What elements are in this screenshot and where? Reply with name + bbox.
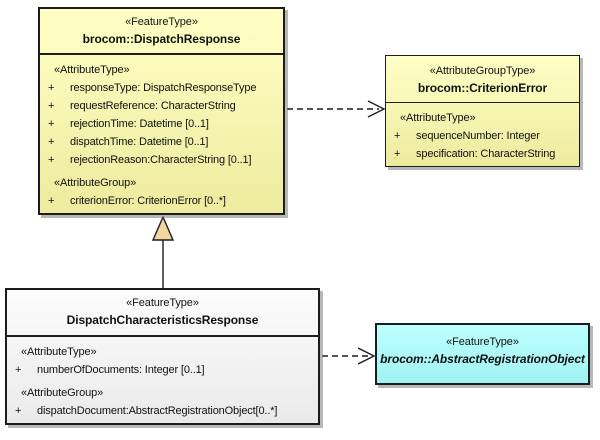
class-stereotype: «AttributeGroupType» (429, 65, 536, 77)
class-stereotype: «FeatureType» (126, 297, 199, 309)
attribute-row: + criterionError: CriterionError [0..*] (40, 192, 283, 210)
section-label: «AttributeType» (54, 64, 130, 76)
attribute-row: + dispatchTime: Datetime [0..1] (40, 133, 283, 151)
class-name: brocom::DispatchResponse (82, 32, 241, 46)
attribute-row: + requestReference: CharacterString (40, 97, 283, 115)
visibility-marker: + (48, 195, 55, 207)
class-attributes-compartment: «AttributeType» + sequenceNumber: Intege… (386, 102, 579, 163)
attribute-text: dispatchTime: Datetime [0..1] (70, 136, 209, 148)
class-header: «FeatureType» brocom::AbstractRegistrati… (377, 325, 588, 368)
class-stereotype: «FeatureType» (446, 336, 519, 348)
attribute-text: sequenceNumber: Integer (416, 130, 540, 142)
dependency-arrow-criterion-error[interactable] (287, 100, 386, 118)
section-label: «AttributeType» (21, 346, 97, 358)
class-header: «FeatureType» brocom::DispatchResponse (40, 9, 283, 53)
class-attributes-compartment: «AttributeType» + numberOfDocuments: Int… (7, 335, 318, 420)
visibility-marker: + (48, 118, 55, 130)
attribute-row: + sequenceNumber: Integer (386, 127, 579, 145)
class-dispatch-response[interactable]: «FeatureType» brocom::DispatchResponse «… (38, 7, 285, 215)
generalization-arrow[interactable] (151, 215, 175, 288)
visibility-marker: + (15, 364, 22, 376)
class-stereotype: «FeatureType» (125, 16, 198, 28)
class-dispatch-characteristics-response[interactable]: «FeatureType» DispatchCharacteristicsRes… (5, 288, 320, 425)
attribute-text: specification: CharacterString (416, 148, 556, 160)
section-label: «AttributeGroup» (54, 177, 137, 189)
attribute-row: + rejectionTime: Datetime [0..1] (40, 115, 283, 133)
class-header: «FeatureType» DispatchCharacteristicsRes… (7, 290, 318, 335)
attribute-text: rejectionReason:CharacterString [0..1] (70, 154, 252, 166)
attribute-text: numberOfDocuments: Integer [0..1] (37, 364, 205, 376)
class-name: brocom::CriterionError (417, 81, 548, 95)
dependency-arrow-dispatch-document[interactable] (322, 347, 376, 365)
visibility-marker: + (394, 148, 401, 160)
visibility-marker: + (48, 136, 55, 148)
visibility-marker: + (15, 405, 22, 417)
attribute-row: + specification: CharacterString (386, 145, 579, 163)
class-header: «AttributeGroupType» brocom::CriterionEr… (386, 56, 579, 102)
class-name: DispatchCharacteristicsResponse (66, 313, 259, 327)
attribute-row: + numberOfDocuments: Integer [0..1] (7, 361, 318, 379)
visibility-marker: + (394, 130, 401, 142)
visibility-marker: + (48, 154, 55, 166)
attribute-text: dispatchDocument:AbstractRegistrationObj… (37, 405, 278, 417)
section-label: «AttributeGroup» (21, 387, 104, 399)
class-name: brocom::AbstractRegistrationObject (380, 352, 585, 366)
attribute-row: + responseType: DispatchResponseType (40, 79, 283, 97)
attribute-text: criterionError: CriterionError [0..*] (70, 195, 226, 207)
attribute-text: requestReference: CharacterString (70, 100, 236, 112)
section-label: «AttributeType» (400, 112, 476, 124)
attribute-row: + rejectionReason:CharacterString [0..1] (40, 151, 283, 169)
class-abstract-registration-object[interactable]: «FeatureType» brocom::AbstractRegistrati… (375, 323, 590, 385)
attribute-text: responseType: DispatchResponseType (70, 82, 257, 94)
class-criterion-error[interactable]: «AttributeGroupType» brocom::CriterionEr… (385, 55, 580, 167)
attribute-row: + dispatchDocument:AbstractRegistrationO… (7, 402, 318, 420)
visibility-marker: + (48, 82, 55, 94)
attribute-text: rejectionTime: Datetime [0..1] (70, 118, 209, 130)
class-attributes-compartment: «AttributeType» + responseType: Dispatch… (40, 53, 283, 210)
visibility-marker: + (48, 100, 55, 112)
